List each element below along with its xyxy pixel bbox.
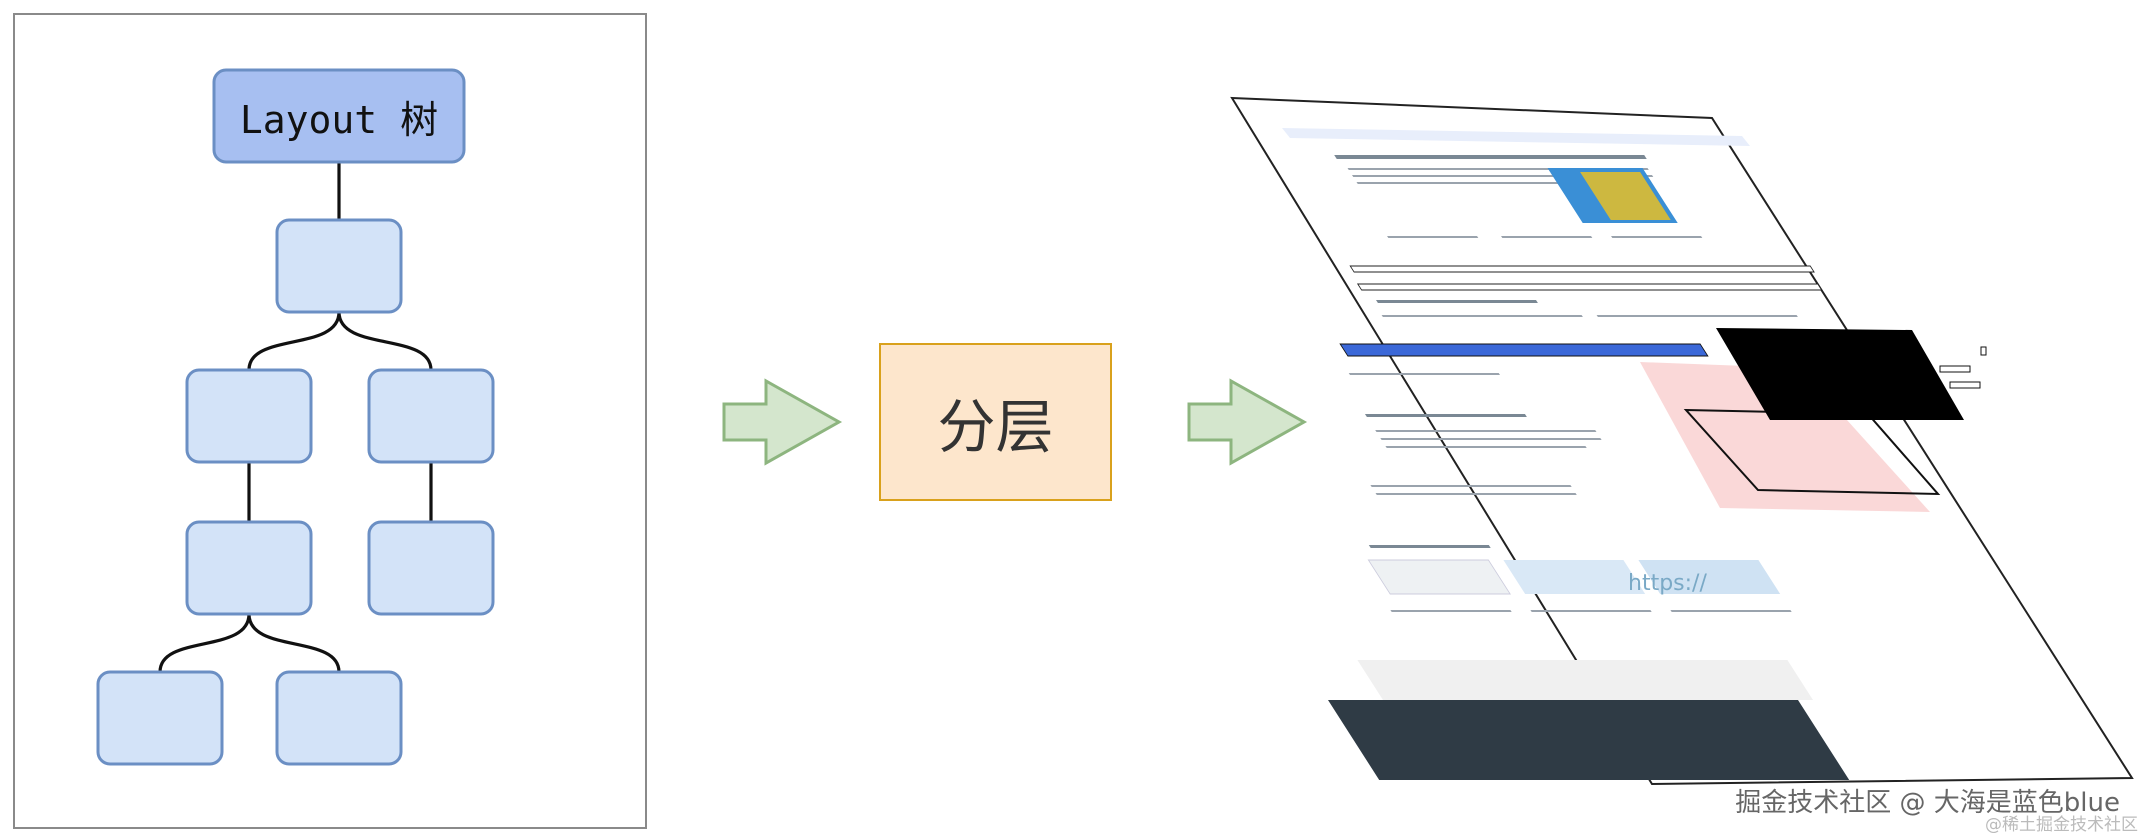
text-line — [1611, 236, 1703, 238]
watermark: 掘金技术社区 @ 大海是蓝色blue — [1735, 788, 2120, 818]
text-line — [1370, 485, 1572, 487]
card-image-touch — [1503, 560, 1646, 594]
black-layer-edge — [1939, 365, 1971, 373]
https-card-label: https:// — [1628, 571, 1707, 596]
tree-edges — [158, 162, 433, 673]
pink-layer — [1640, 362, 1930, 512]
arrow-right-icon — [1187, 378, 1308, 466]
text-line — [1375, 430, 1597, 432]
edge-split-1-right — [337, 311, 433, 371]
layer-strip — [1349, 265, 1815, 273]
social-row — [1357, 660, 1814, 700]
card-image-devices — [1638, 560, 1781, 594]
layering-step-box: 分层 — [879, 343, 1112, 501]
card-image-https — [1367, 559, 1511, 595]
edge-split-2-right — [247, 613, 341, 673]
watermark-sub: @稀土掘金技术社区 — [1985, 815, 2138, 835]
section-title — [1376, 300, 1538, 303]
tree-node-level2-left — [185, 368, 313, 464]
text-line — [1596, 315, 1798, 317]
edge-split-1-left — [247, 311, 341, 371]
text-line — [1381, 315, 1583, 317]
text-line — [1375, 493, 1577, 495]
blue-layer — [1339, 343, 1709, 357]
tree-node-level3-right — [367, 520, 495, 616]
arrow-right-icon — [722, 378, 843, 466]
section-title — [1364, 414, 1527, 417]
tree-node-level2-right — [367, 368, 495, 464]
layout-tree-root-label: Layout 树 — [239, 97, 439, 142]
text-line — [1356, 182, 1618, 184]
text-line — [1385, 446, 1587, 448]
text-line — [1380, 438, 1602, 440]
layout-root-node — [212, 68, 466, 164]
tree-node-level1 — [275, 218, 403, 314]
section-title — [1368, 545, 1491, 548]
page-content — [1328, 155, 1850, 780]
tree-node-level4-right — [275, 670, 403, 766]
layer-strip — [1356, 283, 1823, 291]
page-info-bar — [1282, 128, 1750, 146]
text-line — [1348, 373, 1501, 375]
text-line — [1390, 610, 1512, 612]
headline — [1334, 155, 1647, 159]
text-line — [1670, 610, 1792, 612]
tree-node-level3-left — [185, 520, 313, 616]
hero-image-accent — [1580, 172, 1671, 220]
black-layer-edge — [1949, 381, 1981, 389]
footer-dark — [1328, 700, 1850, 780]
text-line — [1501, 236, 1593, 238]
scroll-marker — [1980, 346, 1987, 356]
text-line — [1387, 236, 1479, 238]
text-line — [1530, 610, 1652, 612]
edge-split-2-left — [158, 613, 251, 673]
black-layer — [1716, 328, 1964, 420]
layered-page-illustration: https:// — [1230, 96, 2134, 786]
tree-node-level4-left — [96, 670, 224, 766]
